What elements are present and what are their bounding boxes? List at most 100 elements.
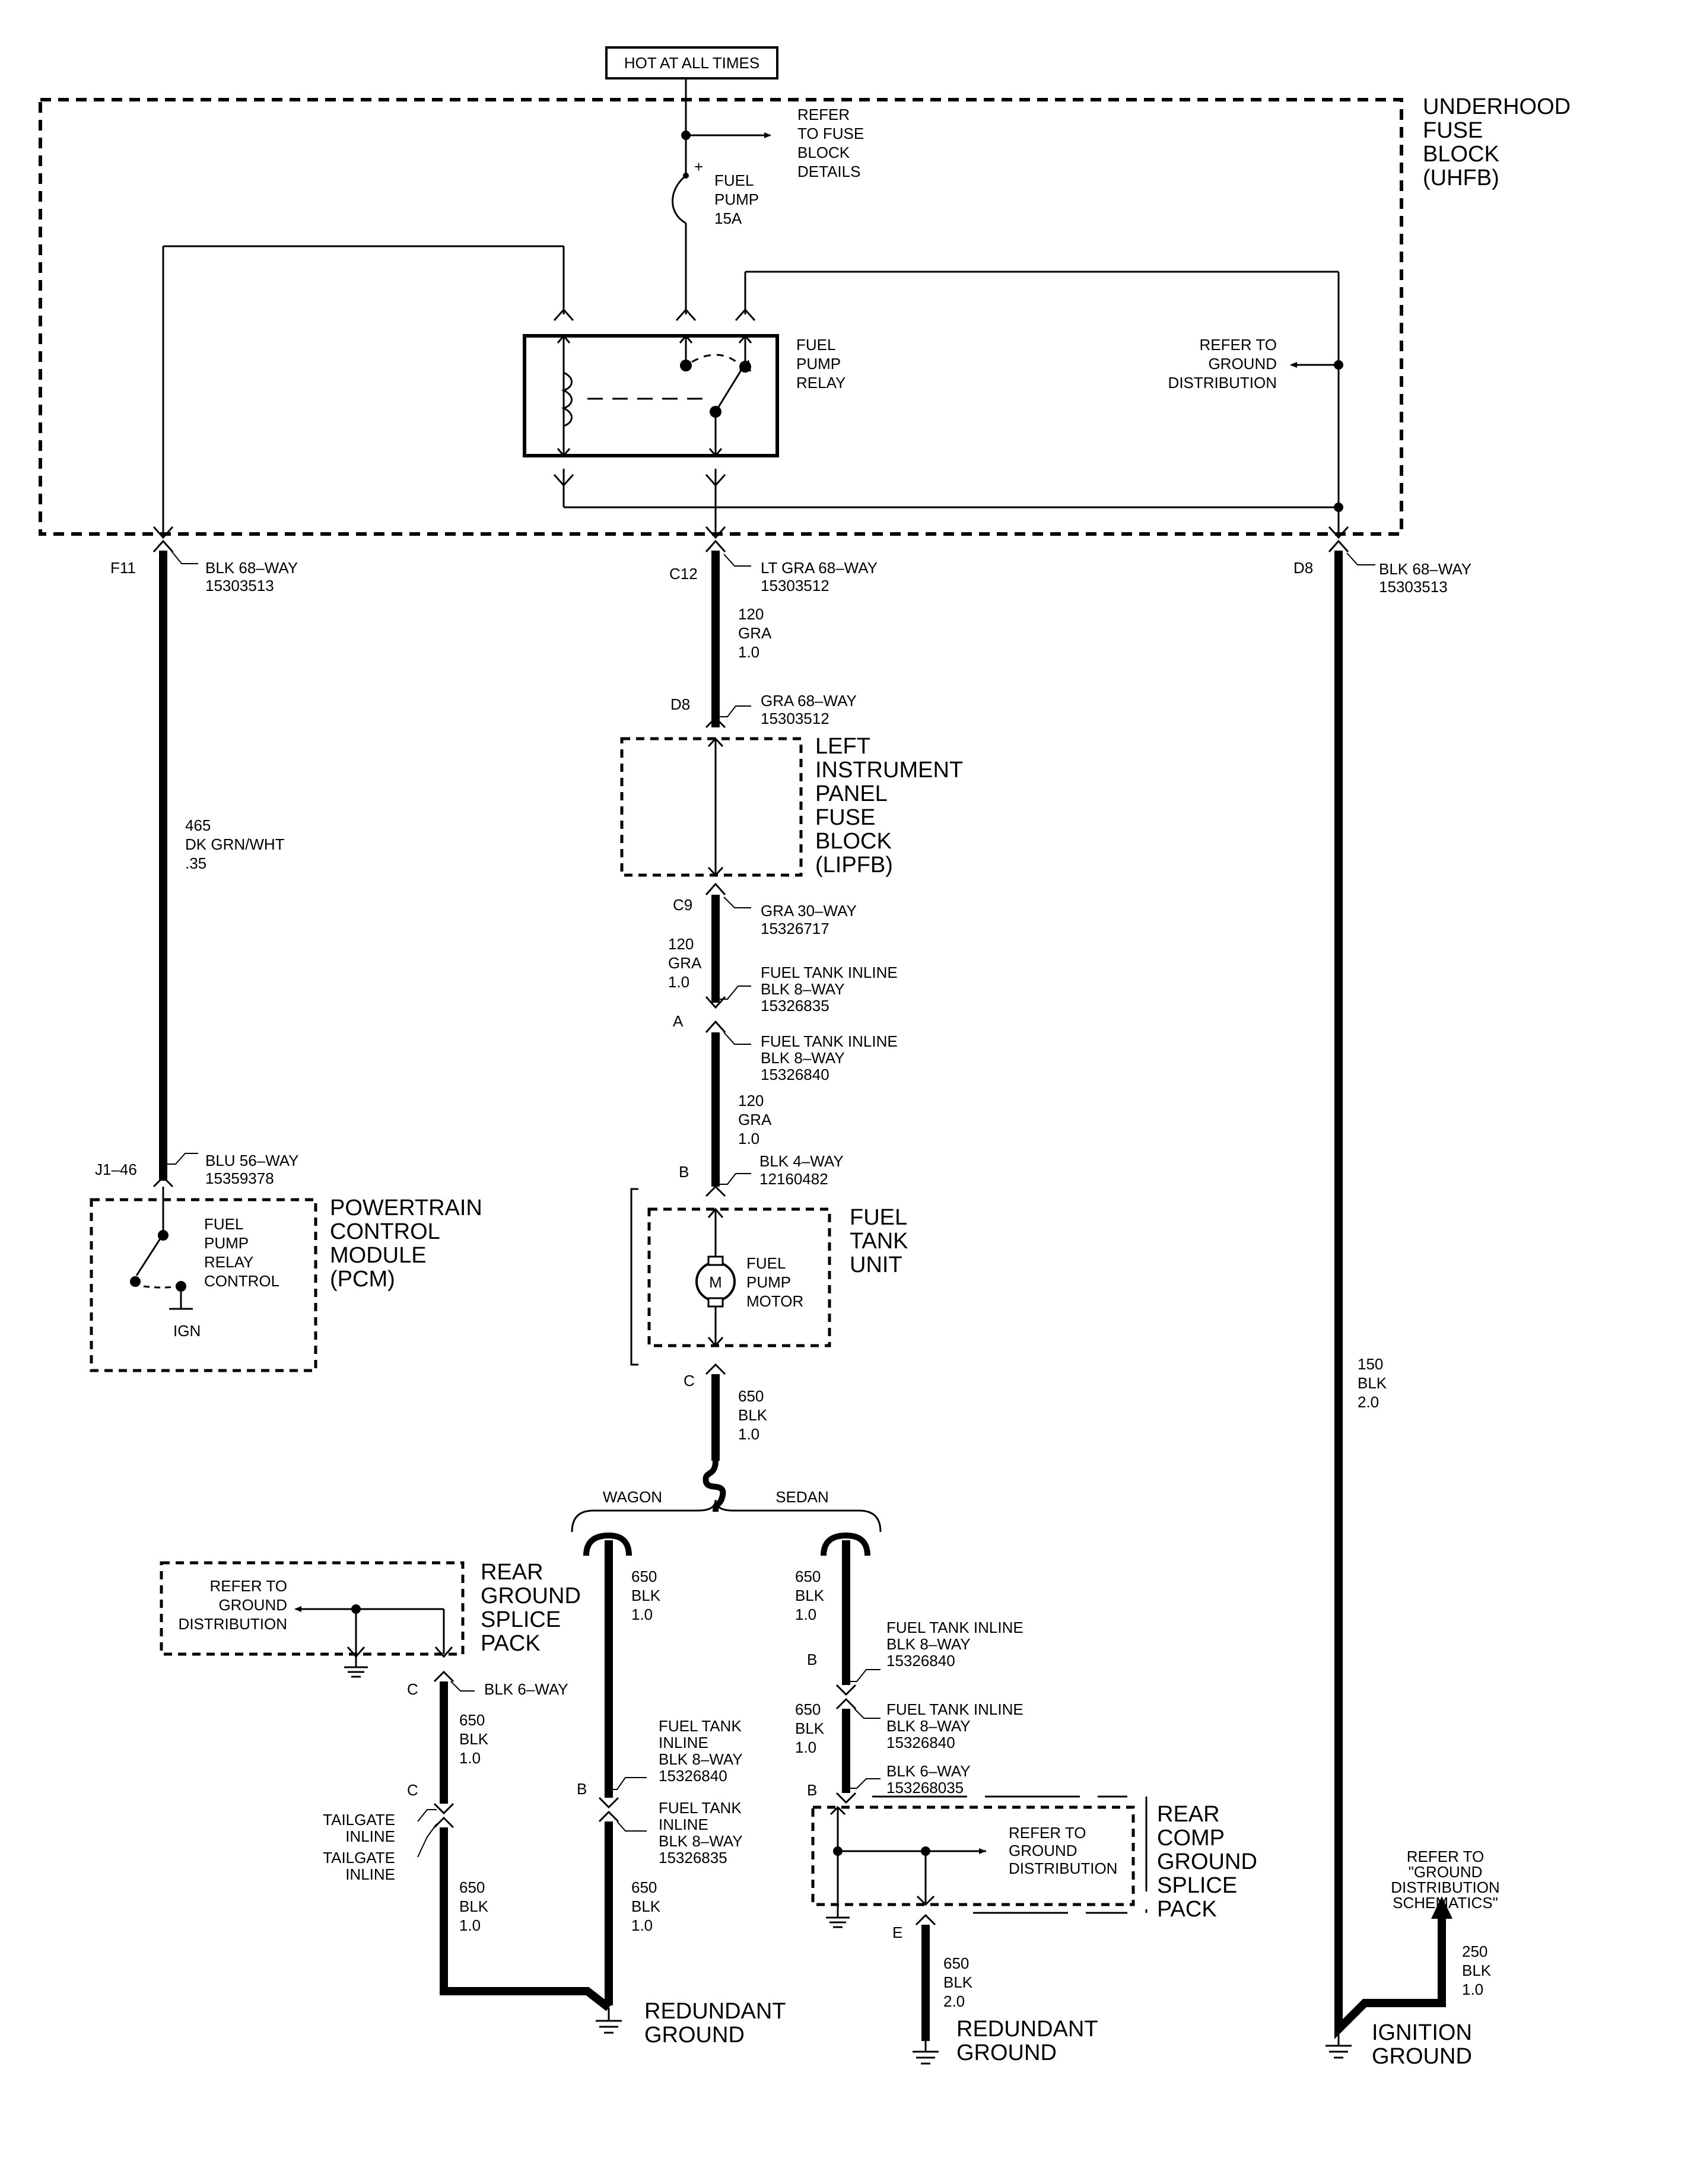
svg-text:1.0: 1.0	[738, 1425, 759, 1443]
wire-150-blk	[1334, 551, 1446, 2039]
fuel-pump-motor-wiring	[707, 1207, 724, 1347]
svg-text:CONTROL: CONTROL	[330, 1219, 440, 1244]
svg-text:BLK 8–WAY: BLK 8–WAY	[886, 1635, 971, 1653]
svg-text:1.0: 1.0	[668, 973, 689, 991]
pin-c-center: C	[684, 1372, 695, 1390]
svg-text:BLK 8–WAY: BLK 8–WAY	[761, 1049, 845, 1067]
sedan-redundant-ground-symbol	[913, 2041, 939, 2065]
svg-text:12160482: 12160482	[759, 1170, 828, 1188]
rcgsp-ground-symbol	[826, 1905, 850, 1928]
svg-text:150: 150	[1358, 1355, 1383, 1373]
svg-text:REFER: REFER	[797, 106, 850, 123]
svg-text:POWERTRAIN: POWERTRAIN	[330, 1196, 482, 1220]
connector-j1-46-label: BLU 56–WAY 15359378	[163, 1152, 299, 1187]
svg-text:1.0: 1.0	[795, 1606, 816, 1623]
svg-text:TAILGATE: TAILGATE	[323, 1811, 395, 1829]
svg-text:RELAY: RELAY	[204, 1253, 253, 1271]
svg-text:COMP: COMP	[1157, 1826, 1225, 1851]
ignition-ground-up-arrow	[1431, 1896, 1452, 1919]
tailgate-chevron-top	[433, 1802, 454, 1815]
svg-text:(LIPFB): (LIPFB)	[815, 853, 893, 878]
svg-text:PACK: PACK	[1157, 1897, 1217, 1922]
svg-text:15359378: 15359378	[205, 1169, 274, 1187]
svg-text:FUEL: FUEL	[714, 171, 754, 189]
svg-text:BLK 8–WAY: BLK 8–WAY	[761, 980, 845, 998]
svg-text:BLK 6–WAY: BLK 6–WAY	[886, 1762, 971, 1780]
sedan-redundant-ground-label: REDUNDANT GROUND	[956, 2017, 1098, 2065]
uhfb-junction-ground	[1334, 360, 1343, 370]
svg-text:GRA 68–WAY: GRA 68–WAY	[761, 692, 857, 710]
ign-label: IGN	[173, 1322, 201, 1340]
wagon-sedan-bracket	[571, 1499, 882, 1533]
ground-distribution-schematics-text: REFER TO "GROUND DISTRIBUTION SCHEMATICS…	[1391, 1848, 1499, 1912]
wagon-wire-650-tailgate-lower	[440, 1827, 612, 2011]
motor-letter: M	[709, 1273, 722, 1291]
svg-text:INLINE: INLINE	[659, 1816, 708, 1833]
svg-text:INLINE: INLINE	[345, 1865, 395, 1883]
fuel-pump-relay-label: FUEL PUMP RELAY	[796, 336, 846, 392]
svg-text:GROUND: GROUND	[481, 1584, 581, 1608]
wire-120-label-3: 120 GRA 1.0	[738, 1092, 772, 1147]
rcgsp-out-chevron	[915, 1913, 936, 1926]
rcgsp-outline	[872, 1795, 1148, 1914]
wire-465-label: 465 DK GRN/WHT .35	[185, 816, 285, 872]
svg-text:FUEL TANK INLINE: FUEL TANK INLINE	[761, 1032, 898, 1050]
svg-text:BLK: BLK	[795, 1587, 825, 1604]
svg-text:FUEL TANK INLINE: FUEL TANK INLINE	[761, 964, 898, 981]
fuse-plus-dot	[683, 173, 689, 179]
connector-d8-right-label: BLK 68–WAY 15303513	[1346, 552, 1471, 596]
ignition-ground-label: IGNITION GROUND	[1372, 2020, 1472, 2069]
sedan-pin-b2: B	[807, 1781, 817, 1799]
svg-text:MODULE: MODULE	[330, 1243, 427, 1268]
rcgsp-internal	[829, 1805, 986, 1906]
rgsp-label: REAR GROUND SPLICE PACK	[481, 1560, 581, 1656]
svg-text:"GROUND: "GROUND	[1409, 1863, 1483, 1881]
wagon-wire-hook	[583, 1532, 632, 1556]
lipfb-box	[620, 737, 803, 877]
svg-text:250: 250	[1462, 1943, 1487, 1960]
lipfb-top-chevron	[705, 716, 726, 729]
svg-text:SPLICE: SPLICE	[481, 1607, 561, 1632]
pcm-connector-chevron	[152, 1175, 174, 1188]
rgsp-junction	[351, 1604, 361, 1614]
wagon-inline-b-label: FUEL TANK INLINE BLK 8–WAY 15326835	[616, 1799, 743, 1867]
svg-text:GROUND: GROUND	[956, 2040, 1057, 2065]
pcm-contact-bottom	[130, 1276, 141, 1287]
svg-text:BLK: BLK	[795, 1719, 825, 1737]
svg-text:153268035: 153268035	[886, 1779, 964, 1797]
sedan-wire-650-label-b: 650 BLK 1.0	[795, 1700, 825, 1756]
wagon-wire-650-label-c: 650 BLK 1.0	[459, 1878, 489, 1934]
wire-650-label-main: 650 BLK 1.0	[738, 1387, 768, 1443]
tailgate-inline-label-2: TAILGATE INLINE	[323, 1823, 437, 1883]
svg-text:120: 120	[668, 935, 694, 953]
svg-text:GROUND: GROUND	[1009, 1842, 1077, 1859]
wire-120-label-2: 120 GRA 1.0	[668, 935, 702, 991]
svg-text:GROUND: GROUND	[1372, 2044, 1472, 2069]
svg-text:120: 120	[738, 605, 764, 623]
svg-text:REDUNDANT: REDUNDANT	[956, 2017, 1098, 2042]
refer-fuse-block-text: REFER TO FUSE BLOCK DETAILS	[797, 106, 864, 180]
connector-c12-label: LT GRA 68–WAY 15303512	[723, 554, 878, 595]
svg-text:INLINE: INLINE	[345, 1827, 395, 1845]
svg-text:1.0: 1.0	[738, 643, 759, 661]
svg-text:2.0: 2.0	[1358, 1393, 1379, 1411]
svg-text:FUEL TANK INLINE: FUEL TANK INLINE	[886, 1700, 1024, 1718]
inline-connector-a-top-label: FUEL TANK INLINE BLK 8–WAY 15326835	[716, 964, 898, 1015]
svg-text:CONTROL: CONTROL	[204, 1272, 279, 1290]
svg-text:BLK: BLK	[1358, 1374, 1387, 1392]
pin-j1-46: J1–46	[95, 1161, 137, 1178]
svg-text:BLK 8–WAY: BLK 8–WAY	[659, 1750, 743, 1768]
svg-text:BLK: BLK	[631, 1897, 661, 1915]
connector-d8-center-label: GRA 68–WAY 15303512	[716, 692, 857, 727]
sedan-wire-650-label-a: 650 BLK 1.0	[795, 1568, 825, 1623]
wagon-inline-chevron-top	[598, 1797, 619, 1809]
sedan-chevron-2	[835, 1792, 857, 1804]
svg-text:BLK: BLK	[1462, 1962, 1492, 1979]
svg-text:INSTRUMENT: INSTRUMENT	[815, 758, 963, 783]
connector-c9-label: GRA 30–WAY 15326717	[723, 897, 857, 937]
svg-text:GROUND: GROUND	[644, 2023, 745, 2048]
wagon-redundant-ground-symbol	[596, 2008, 622, 2034]
svg-text:650: 650	[795, 1700, 821, 1718]
lipfb-label: LEFT INSTRUMENT PANEL FUSE BLOCK (LIPFB)	[815, 734, 963, 878]
uhfb-bottom-connectors	[152, 526, 1349, 552]
